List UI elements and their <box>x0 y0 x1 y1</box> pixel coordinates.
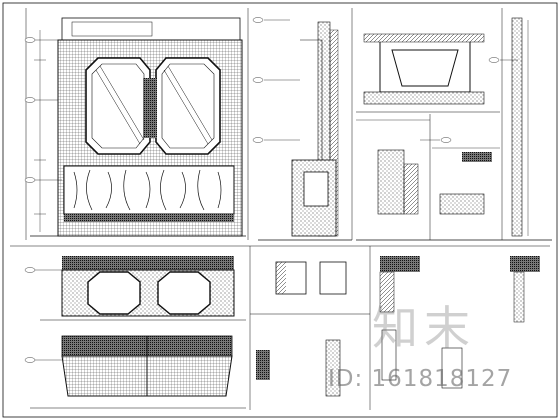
watermark-id: ID: 161818127 <box>328 366 513 392</box>
panel-wall-elevation <box>25 8 249 240</box>
panel-small-details <box>356 114 552 241</box>
callout-leaders <box>24 17 518 363</box>
panel-lower-details <box>249 246 540 410</box>
panel-sink-detail <box>356 33 500 113</box>
panel-section-b <box>258 8 353 241</box>
panel-right-strip <box>501 8 529 240</box>
panel-basin-plan <box>10 245 550 321</box>
watermark-brand: 知末 <box>372 301 476 355</box>
panel-cabinet-elevation <box>30 335 246 409</box>
